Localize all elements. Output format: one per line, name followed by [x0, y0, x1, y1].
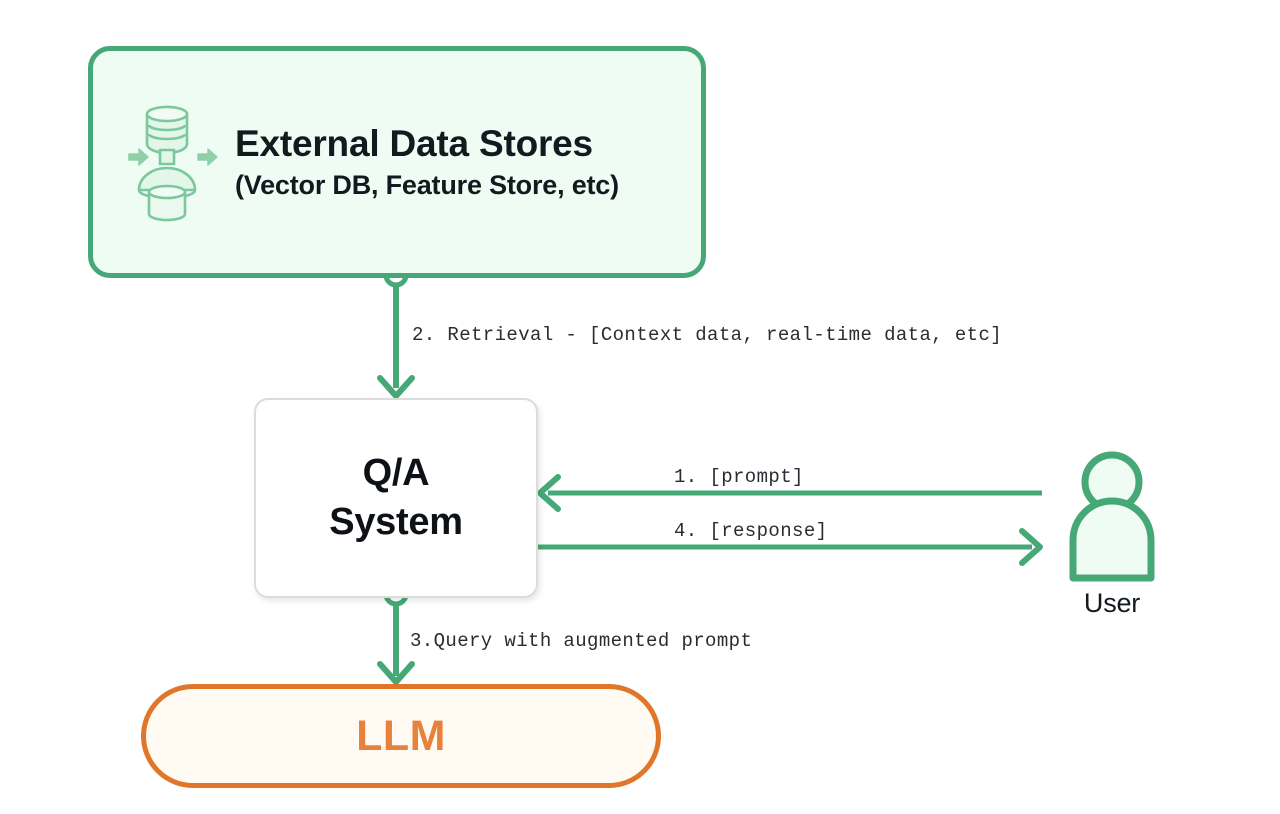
edge-label-response: 4. [response]: [674, 520, 828, 542]
datastores-text-block: External Data Stores (Vector DB, Feature…: [235, 123, 619, 202]
node-user[interactable]: User: [1056, 450, 1168, 630]
edge-response-arrowhead: [1019, 528, 1043, 566]
edge-label-retrieval: 2. Retrieval - [Context data, real-time …: [412, 324, 1003, 346]
user-actor-icon: [1069, 451, 1155, 582]
node-llm[interactable]: LLM: [141, 684, 661, 788]
edge-label-query: 3.Query with augmented prompt: [410, 630, 753, 652]
user-label: User: [1083, 588, 1141, 618]
edge-query-arrowhead: [377, 661, 415, 685]
qa-system-label-line2: System: [329, 501, 463, 543]
edge-label-prompt: 1. [prompt]: [674, 466, 804, 488]
edge-prompt-arrowhead: [537, 474, 561, 512]
edge-retrieval: [377, 262, 415, 399]
database-stack-icon: [128, 105, 218, 222]
edge-retrieval-arrowhead: [377, 375, 415, 399]
datastores-subtitle: (Vector DB, Feature Store, etc): [235, 170, 619, 201]
llm-label: LLM: [356, 711, 446, 760]
datastores-title: External Data Stores: [235, 122, 593, 164]
edge-query: [377, 581, 415, 685]
node-qa-system[interactable]: Q/A System: [254, 398, 538, 598]
qa-system-label: Q/A System: [329, 449, 463, 546]
qa-system-label-line1: Q/A: [362, 452, 430, 495]
user-body: [1069, 497, 1155, 582]
node-external-data-stores[interactable]: External Data Stores (Vector DB, Feature…: [88, 46, 706, 278]
